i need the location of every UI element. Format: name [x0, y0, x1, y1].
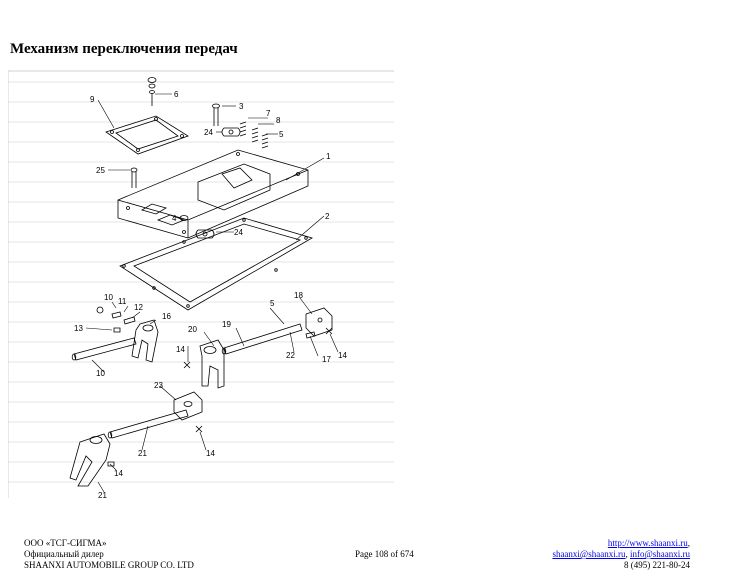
- part-label: 25: [96, 166, 105, 175]
- footer-company-block: ООО «ТСГ-СИГМА» Официальный дилер SHAANX…: [24, 538, 194, 571]
- part-label: 21: [138, 449, 147, 458]
- parts-16-20: [183, 327, 333, 369]
- part-label: 8: [276, 116, 281, 125]
- part-label: 24: [234, 228, 243, 237]
- part-label: 9: [90, 95, 95, 104]
- email-separator: ,: [625, 549, 630, 559]
- background-gridlines: [8, 81, 394, 483]
- part-label: 23: [154, 381, 163, 390]
- part-label: 12: [134, 303, 143, 312]
- part-label: 19: [222, 320, 231, 329]
- bracket-24-upper: [221, 127, 241, 137]
- shift-fork-19: [199, 339, 225, 389]
- footer-page-number: Page 108 of 674: [355, 549, 414, 559]
- fork-head-17: [305, 307, 333, 337]
- part-label: 14: [176, 345, 185, 354]
- part-label: 4: [172, 214, 177, 223]
- shift-rail-10: [71, 337, 137, 361]
- part-label: 22: [286, 351, 295, 360]
- part-label: 21: [98, 491, 107, 498]
- footer-group: SHAANXI AUTOMOBILE GROUP CO. LTD: [24, 560, 194, 570]
- email-link-info[interactable]: info@shaanxi.ru: [629, 549, 690, 559]
- part-label: 18: [294, 291, 303, 300]
- website-suffix: ,: [687, 538, 690, 548]
- cover-plate: [105, 115, 189, 155]
- part-label: 10: [104, 293, 113, 302]
- fork-head-23: [173, 391, 203, 421]
- part-label: 1: [326, 152, 331, 161]
- email-link-shaanxi[interactable]: shaanxi@shaanxi.ru: [552, 549, 626, 559]
- small-parts-11-13: [96, 306, 136, 333]
- leader-lines: [85, 93, 339, 493]
- footer-contacts: http://www.shaanxi.ru, shaanxi@shaanxi.r…: [552, 538, 690, 571]
- part-label: 17: [322, 355, 331, 364]
- bolt-25: [130, 167, 138, 188]
- part-label: 16: [162, 312, 171, 321]
- part-label: 3: [239, 102, 244, 111]
- bolt-3: [212, 103, 220, 126]
- part-label: 10: [96, 369, 105, 378]
- shift-fork-15: [131, 319, 159, 363]
- part-label: 14: [338, 351, 347, 360]
- website-link[interactable]: http://www.shaanxi.ru: [607, 538, 688, 548]
- part-label: 11: [118, 297, 127, 306]
- lock-parts-14: [107, 425, 203, 467]
- gasket: [119, 217, 314, 311]
- shift-rail-18: [221, 323, 303, 355]
- part-labels: 6 9 3 7 8 5 24 1 25 4 24 2 10 11 12 13 1…: [74, 90, 347, 498]
- part-label: 14: [114, 469, 123, 478]
- part-label: 7: [266, 109, 271, 118]
- part-label: 13: [74, 324, 83, 333]
- shift-housing: [117, 149, 309, 239]
- shift-fork-21: [69, 433, 111, 487]
- part-label: 6: [174, 90, 179, 99]
- exploded-diagram: 6 9 3 7 8 5 24 1 25 4 24 2 10 11 12 13 1…: [8, 70, 394, 498]
- part-label: 24: [204, 128, 213, 137]
- part-label: 2: [325, 212, 330, 221]
- page-title: Механизм переключения передач: [10, 41, 238, 57]
- springs: [239, 121, 269, 149]
- bolt-6: [147, 77, 157, 106]
- footer-phone: 8 (495) 221-80-24: [624, 560, 690, 570]
- shift-rail-22: [107, 409, 189, 439]
- part-label: 5: [279, 130, 284, 139]
- footer-company: ООО «ТСГ-СИГМА»: [24, 538, 107, 548]
- border-lines: [8, 70, 394, 498]
- part-label: 5: [270, 299, 275, 308]
- part-label: 14: [206, 449, 215, 458]
- footer-dealer: Официальный дилер: [24, 549, 104, 559]
- part-label: 20: [188, 325, 197, 334]
